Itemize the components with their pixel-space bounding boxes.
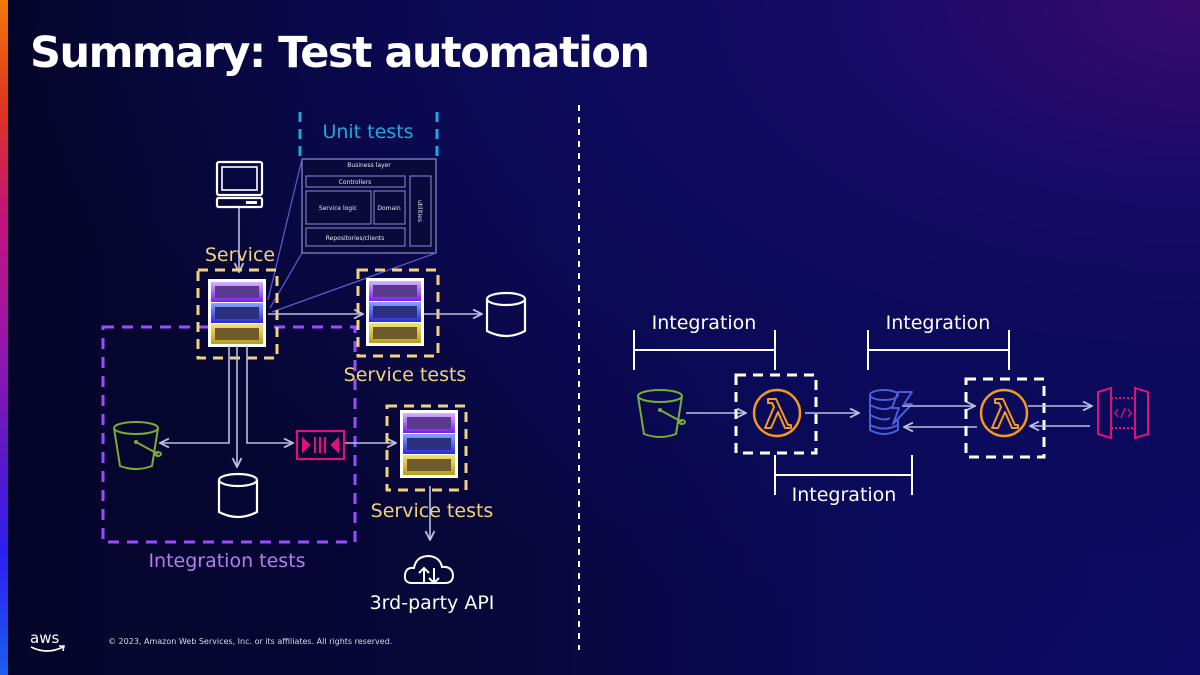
- lambda-frame-2: [964, 377, 1046, 459]
- third-party-api-label: 3rd-party API: [370, 592, 495, 614]
- aws-smile-icon: [30, 646, 64, 652]
- aws-logo-text: aws: [30, 629, 59, 647]
- dynamodb-icon: [869, 389, 913, 435]
- integration-label-top-left: Integration: [652, 312, 757, 334]
- architecture-layers-box: [301, 158, 437, 254]
- business-layer-label: Business layer: [347, 162, 391, 169]
- domain-label: Domain: [377, 205, 400, 212]
- database-icon: [217, 472, 259, 519]
- service-logic-label: Service logic: [319, 205, 357, 212]
- aws-logo: aws: [28, 628, 68, 660]
- lambda-icon-2: [979, 388, 1029, 438]
- api-gateway-icon: [1097, 386, 1149, 440]
- service-label: Service: [205, 244, 275, 266]
- integration-label-top-right: Integration: [886, 312, 991, 334]
- queue-icon: [295, 429, 346, 461]
- service-stack-icon: [208, 279, 266, 347]
- service-tests-label-2: Service tests: [371, 500, 494, 522]
- repositories-clients-label: Repositories/clients: [326, 235, 384, 242]
- integration-label-bottom: Integration: [792, 484, 897, 506]
- integration-bracket-bottom: [774, 455, 913, 495]
- lambda-frame-1: [734, 373, 818, 455]
- s3-bucket-icon: [113, 421, 162, 470]
- cloud-api-icon: [403, 554, 455, 585]
- integration-tests-frame: [101, 325, 357, 544]
- integration-bracket-top-left: [633, 330, 776, 370]
- unit-tests-frame: [298, 112, 439, 160]
- service-stack-icon-3: [400, 410, 458, 478]
- desktop-computer-icon: [215, 160, 264, 209]
- service-tests-frame-1: [356, 268, 440, 358]
- integration-bracket-top-right: [867, 330, 1010, 370]
- service-stack-icon-2: [366, 278, 424, 346]
- lambda-icon-1: [752, 388, 802, 438]
- database-icon-right: [485, 291, 527, 338]
- slide-title: Summary: Test automation: [30, 28, 650, 78]
- zoom-projection-lines: [267, 158, 437, 313]
- s3-bucket-icon-right: [637, 389, 686, 438]
- integration-tests-label: Integration tests: [148, 550, 305, 572]
- service-tests-frame-2: [385, 404, 468, 492]
- accent-side-bar: [0, 0, 8, 675]
- utilities-label: utilities: [416, 200, 423, 222]
- service-tests-label-1: Service tests: [344, 364, 467, 386]
- unit-tests-label: Unit tests: [322, 121, 413, 143]
- controllers-label: Controllers: [339, 179, 372, 186]
- copyright-notice: © 2023, Amazon Web Services, Inc. or its…: [108, 637, 393, 646]
